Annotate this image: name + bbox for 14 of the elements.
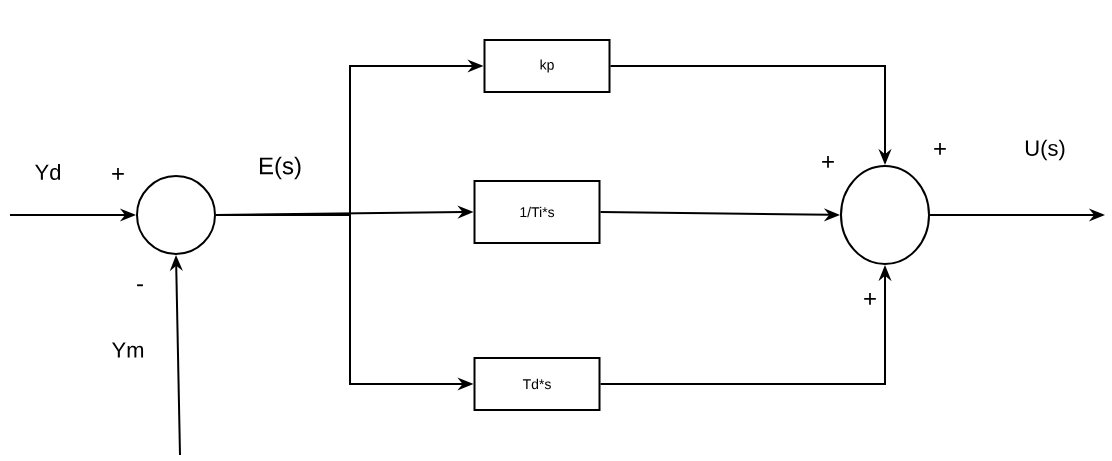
sign-label: +: [934, 143, 946, 155]
signal-label: Ym: [110, 341, 146, 359]
signal-label: Yd: [33, 162, 63, 182]
block-box: Td*s: [473, 357, 601, 411]
signal-label: U(s): [1023, 138, 1067, 162]
sign-label: +: [112, 168, 124, 180]
sign-label: +: [864, 293, 876, 305]
summing-junction: [840, 165, 930, 265]
signal-label: E(s): [260, 156, 301, 180]
sign-label: +: [822, 156, 834, 168]
summing-junction: [136, 175, 216, 255]
block-box: 1/Ti*s: [473, 180, 601, 244]
block-box: kp: [483, 39, 611, 93]
sign-label: -: [137, 284, 143, 287]
